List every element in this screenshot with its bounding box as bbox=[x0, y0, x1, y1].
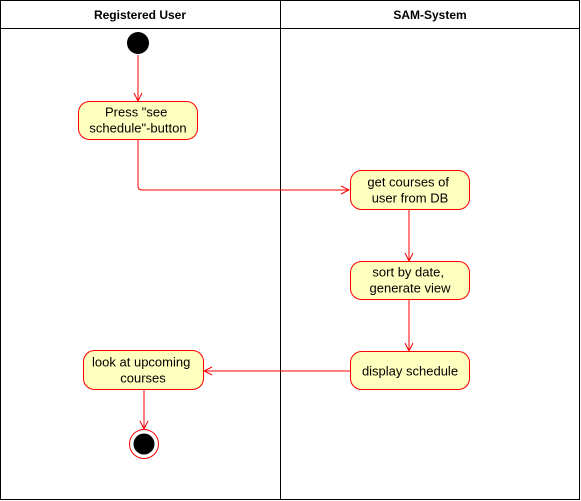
action-label-line: generate view bbox=[370, 281, 452, 296]
action-display-schedule: display schedule bbox=[350, 351, 470, 390]
initial-node bbox=[127, 32, 149, 54]
action-label-line: look at upcoming bbox=[92, 355, 190, 370]
flow-edges bbox=[138, 55, 409, 429]
svg-text:look at upcoming courses: look at upcoming courses bbox=[92, 355, 194, 386]
action-look-upcoming-courses: look at upcoming courses bbox=[83, 350, 204, 390]
final-node bbox=[129, 429, 159, 459]
svg-text:get courses of user from: get courses of user from DB bbox=[367, 175, 452, 206]
svg-text:sort by date, generate v: sort by date, generate view bbox=[370, 265, 452, 296]
action-press-see-schedule: Press "see schedule"-button bbox=[78, 101, 198, 140]
svg-text:Press "see schedule"-but: Press "see schedule"-button bbox=[89, 105, 186, 136]
action-label-line: display schedule bbox=[362, 364, 458, 379]
action-label-line: user from DB bbox=[372, 191, 449, 206]
action-sort-generate-view: sort by date, generate view bbox=[350, 261, 470, 300]
lane-title-sam-system: SAM-System bbox=[393, 8, 466, 22]
action-label-line: Press "see bbox=[105, 105, 167, 120]
lane-title-registered-user: Registered User bbox=[94, 8, 186, 22]
action-label-line: get courses of bbox=[367, 175, 449, 190]
action-get-courses: get courses of user from DB bbox=[350, 170, 470, 210]
action-label-line: courses bbox=[120, 371, 166, 386]
edge-press-to-get-courses bbox=[137, 140, 349, 190]
action-label-line: schedule"-button bbox=[89, 121, 186, 136]
action-label-line: sort by date, bbox=[372, 265, 444, 280]
svg-text:display schedule: display schedule bbox=[362, 364, 458, 379]
